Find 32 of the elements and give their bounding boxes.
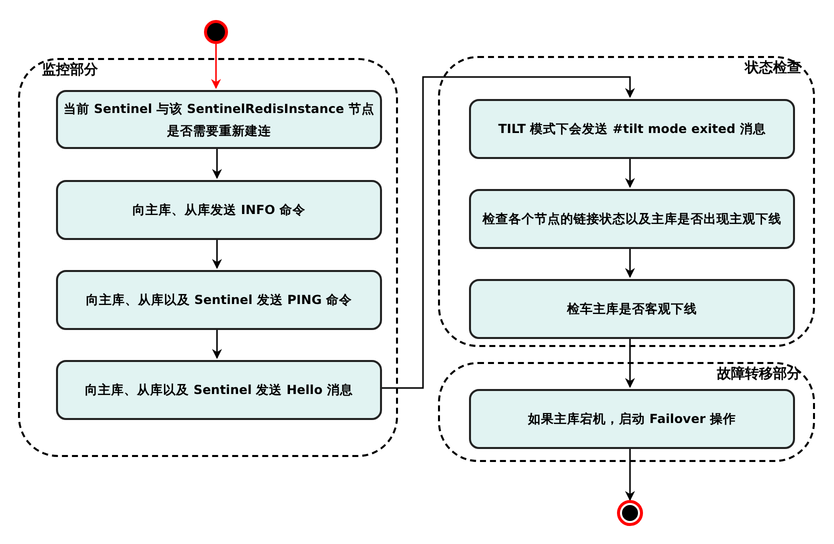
arrow xyxy=(212,238,222,269)
step-text: 检车主库是否客观下线 xyxy=(567,300,697,318)
arrow xyxy=(212,328,222,359)
group-frame xyxy=(438,362,815,462)
process-box xyxy=(469,279,795,339)
group-title: 状态检查 xyxy=(745,59,801,78)
arrow xyxy=(625,447,635,501)
arrow xyxy=(625,247,635,278)
start-node xyxy=(204,20,228,44)
arrow xyxy=(625,157,635,188)
group-frame xyxy=(18,58,398,457)
process-box xyxy=(469,389,795,449)
process-box xyxy=(469,99,795,159)
arrow xyxy=(380,76,635,389)
end-node xyxy=(617,500,643,526)
process-box xyxy=(56,270,382,330)
step-text: 检查各个节点的链接状态以及主库是否出现主观下线 xyxy=(482,210,782,228)
process-box xyxy=(56,90,382,149)
step-text: 向主库、从库发送 INFO 命令 xyxy=(132,201,306,219)
step-text: 向主库、从库以及 Sentinel 发送 PING 命令 xyxy=(86,291,352,309)
arrow xyxy=(212,147,222,179)
step-text: 当前 Sentinel 与该 SentinelRedisInstance 节点是否需要重新建连 xyxy=(62,100,376,140)
step-text: TILT 模式下会发送 #tilt mode exited 消息 xyxy=(498,120,766,138)
arrow xyxy=(625,337,635,388)
step-text: 如果主库宕机，启动 Failover 操作 xyxy=(528,410,736,428)
process-box xyxy=(56,180,382,240)
process-box xyxy=(56,360,382,420)
arrow xyxy=(211,44,221,89)
group-title: 监控部分 xyxy=(42,60,98,80)
group-frame xyxy=(438,56,815,347)
process-box xyxy=(469,189,795,249)
step-text: 向主库、从库以及 Sentinel 发送 Hello 消息 xyxy=(85,381,353,399)
